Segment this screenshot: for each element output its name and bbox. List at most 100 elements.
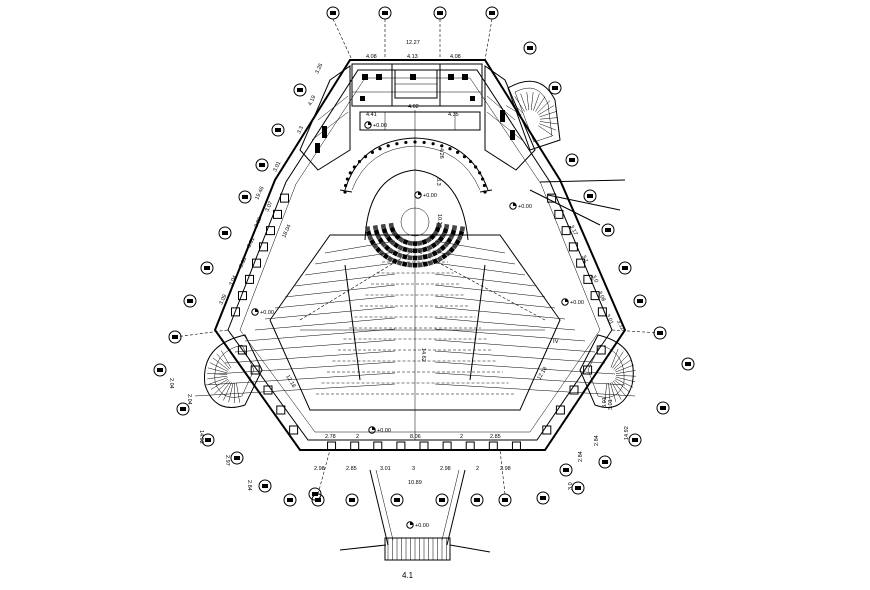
stair-tread — [236, 382, 241, 403]
pew-row-right — [434, 262, 526, 276]
aisle-left — [344, 264, 361, 381]
bottom-window — [350, 441, 360, 451]
right-wing-lines — [529, 179, 626, 226]
dim-right: 14.92 — [624, 426, 630, 440]
elevation-marker: +0.00 — [368, 426, 391, 434]
choir-seat — [364, 226, 371, 232]
stair-tread — [218, 381, 231, 398]
grid-bubble-circle — [523, 41, 537, 55]
grid-bubble — [200, 261, 214, 275]
choir-seat — [450, 229, 457, 235]
grid-bubble-tag — [222, 231, 228, 235]
dim-top: 4.13 — [407, 54, 418, 60]
grid-bubble-tag — [563, 468, 569, 472]
dim-top: 4.08 — [366, 54, 377, 60]
grid-leader — [317, 449, 331, 495]
dim-bottom: 2 — [356, 434, 359, 440]
pew-row-right — [434, 328, 586, 342]
dim-bottom: 2 — [476, 466, 479, 472]
dim-right: 3.01 — [602, 397, 608, 408]
apse-column — [378, 147, 382, 151]
grid-bubble-circle — [176, 402, 190, 416]
stair-tread — [207, 367, 228, 374]
grid-bubble — [559, 463, 573, 477]
dim-right: 3.01 — [604, 313, 614, 325]
stair-tread — [539, 121, 558, 125]
choir-seat — [443, 223, 450, 230]
bottom-window — [373, 441, 383, 451]
dim-left: 3.09 — [218, 294, 228, 306]
grid-bubble — [176, 402, 190, 416]
elevation-quadrant — [565, 298, 569, 302]
grid-leader — [611, 329, 661, 334]
grid-bubble-circle — [153, 363, 167, 377]
apse-column — [370, 150, 374, 154]
choir-seat — [373, 229, 380, 235]
stair-tread — [604, 382, 608, 403]
apse-column — [357, 159, 362, 164]
pew-row-left — [224, 350, 396, 364]
stair-tread — [208, 377, 228, 385]
grid-bubble — [536, 491, 550, 505]
grid-bubble-circle — [633, 294, 647, 308]
dim-right: 3.08 — [596, 290, 606, 302]
grid-bubble — [433, 6, 447, 20]
right-window — [576, 258, 586, 268]
dim-bottom: 2.78 — [325, 434, 336, 440]
choir-seat — [377, 237, 384, 244]
grid-bubble — [548, 81, 562, 95]
choir-seat — [436, 255, 443, 263]
grid-bubble-circle — [565, 153, 579, 167]
right-wall-windows — [542, 193, 607, 435]
dim-left: 3.01 — [272, 161, 282, 173]
grid-bubble — [656, 401, 670, 415]
dim-left: 18.04 — [281, 224, 292, 239]
stair-tread — [221, 350, 232, 369]
grid-bubble-circle — [435, 493, 449, 507]
grid-bubble-tag — [474, 498, 480, 502]
stair-tread — [615, 375, 636, 377]
grid-bubble-tag — [187, 299, 193, 303]
top-right-stair — [505, 80, 561, 151]
apse-column — [468, 159, 473, 164]
choir-seat — [448, 246, 455, 254]
stair-tread — [530, 92, 534, 111]
dim-right: 3.01 — [608, 399, 614, 410]
grid-bubble-circle — [601, 223, 615, 237]
grid-bubble-tag — [180, 407, 186, 411]
grid-bubble-tag — [349, 498, 355, 502]
grid-bubble-tag — [275, 128, 281, 132]
grid-bubble-circle — [470, 493, 484, 507]
dim-bottom: 2 — [460, 434, 463, 440]
dim-left: 2.84 — [246, 480, 252, 491]
apse — [339, 137, 493, 241]
elevation-marker: +0.00 — [364, 121, 387, 129]
grid-bubble-tag — [439, 498, 445, 502]
grid-bubble — [238, 190, 252, 204]
pew-row-right — [434, 240, 506, 254]
bottom-window — [327, 441, 337, 451]
grid-bubble — [628, 433, 642, 447]
grid-bubble-circle — [258, 479, 272, 493]
dim-right: 3.1 — [580, 254, 589, 263]
grid-bubble-tag — [502, 498, 508, 502]
pew-row-left — [324, 240, 396, 254]
grid-bubble — [230, 451, 244, 465]
grid-bubble-tag — [605, 228, 611, 232]
choir-seat — [422, 261, 429, 267]
choir-seat — [432, 258, 439, 265]
choir-seat — [392, 250, 399, 257]
choir-seat — [417, 255, 423, 261]
pew-row-right — [434, 350, 606, 364]
stair-tread — [538, 105, 555, 116]
pew-row-right — [434, 251, 516, 265]
grid-bubble-circle — [390, 493, 404, 507]
right-window — [590, 291, 600, 301]
stair-tread — [610, 382, 617, 402]
grid-bubble-circle — [230, 451, 244, 465]
right-lower-window — [542, 425, 552, 435]
stair-tread — [514, 96, 525, 112]
grid-bubble-circle — [293, 83, 307, 97]
stair-tread — [538, 125, 554, 137]
aisle-right — [469, 264, 486, 381]
